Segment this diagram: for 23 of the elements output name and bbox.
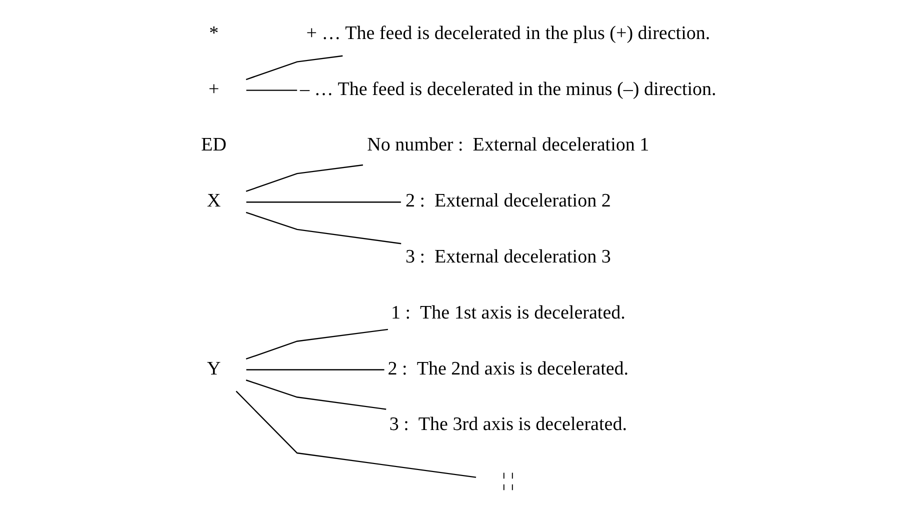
connector (245, 380, 386, 410)
node-text: 3 : The 3rd axis is decelerated. (388, 414, 626, 436)
node-text: 2 : The 2nd axis is decelerated. (387, 358, 628, 380)
node-text: ED (200, 134, 226, 156)
node-text: X (206, 190, 220, 212)
connector (246, 202, 400, 203)
node-text: 1 : The 1st axis is decelerated. (390, 302, 625, 324)
connector (245, 328, 388, 360)
node-text: Y (206, 358, 220, 380)
node-text: ¦ ¦ (501, 470, 514, 492)
node-text: No number : External deceleration 1 (366, 134, 649, 156)
node-text: * (208, 22, 218, 44)
connector (246, 90, 297, 91)
node-text: + (208, 78, 219, 100)
connector (246, 369, 384, 370)
connector (245, 212, 401, 244)
node-text: 3 : External deceleration 3 (404, 246, 610, 268)
node-text: 2 : External deceleration 2 (404, 190, 610, 212)
connector (245, 55, 342, 80)
connector (235, 390, 476, 478)
node-text: – … The feed is decelerated in the minus (–) direction. (300, 78, 716, 100)
node-text: + … The feed is decelerated in the plus (+) direction. (306, 22, 710, 44)
connector (245, 164, 362, 192)
